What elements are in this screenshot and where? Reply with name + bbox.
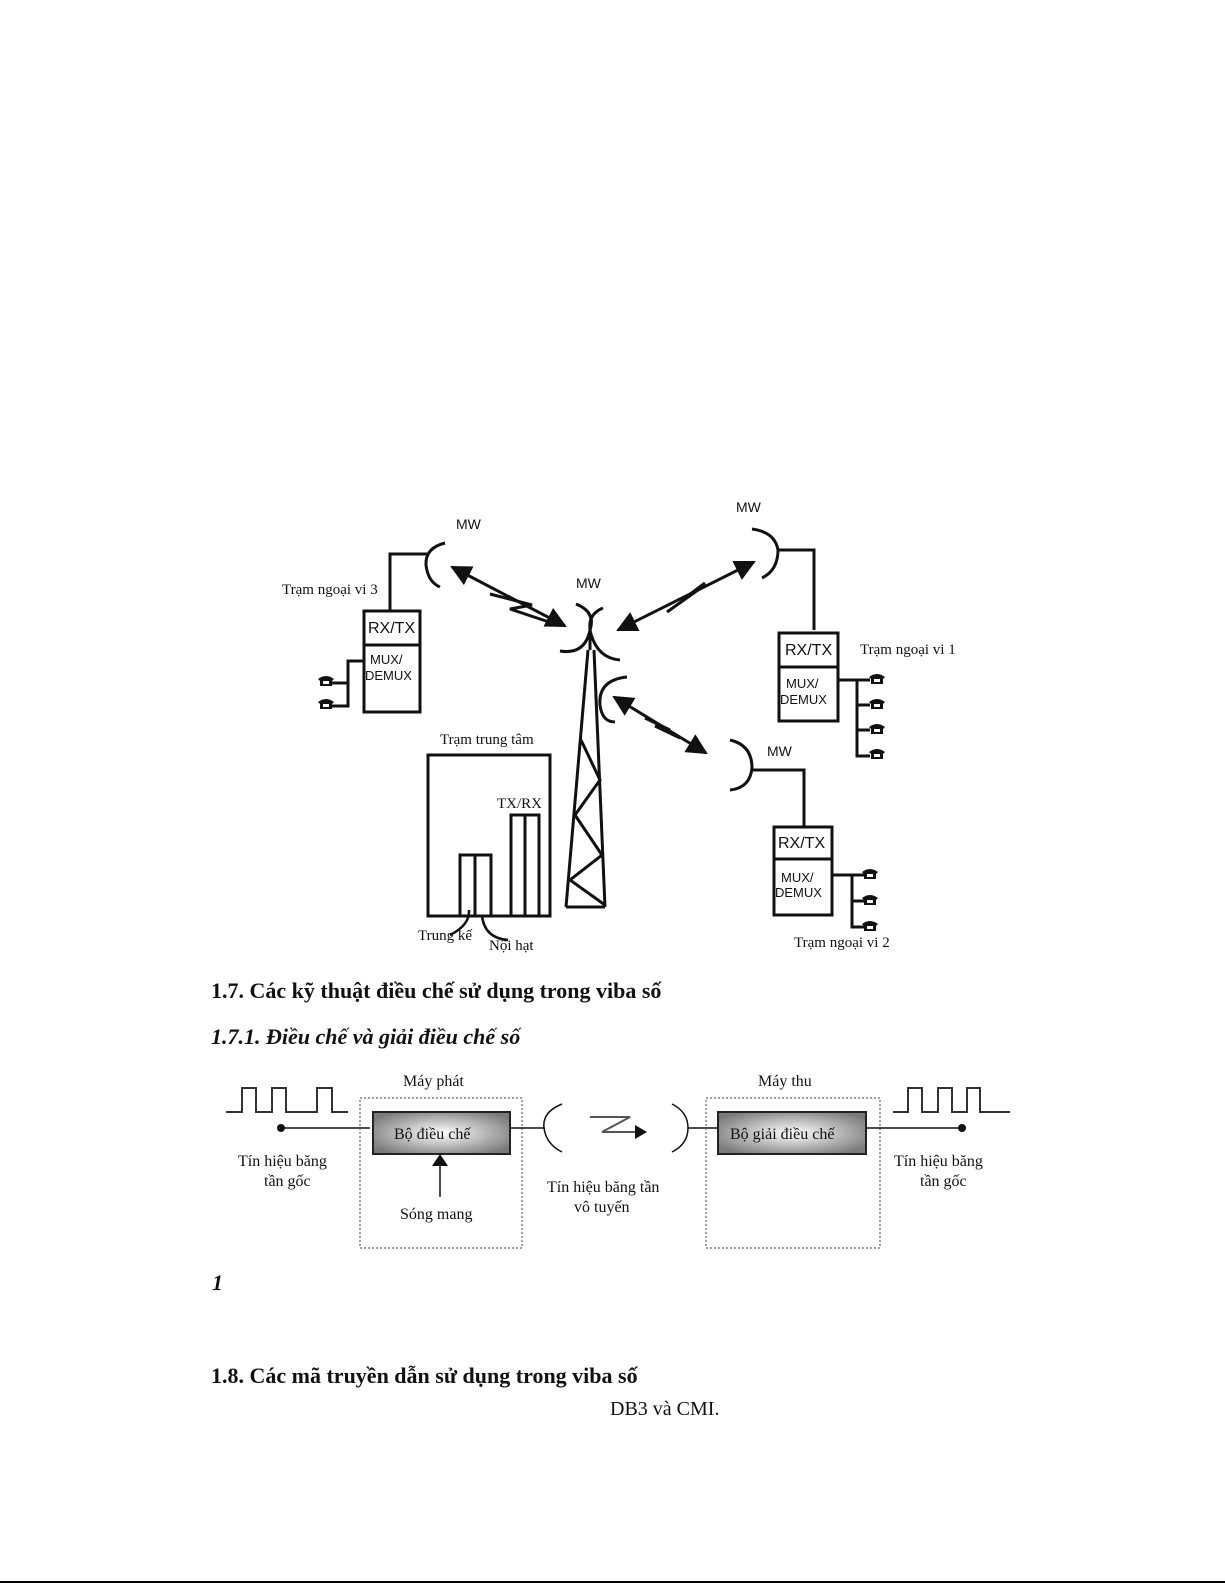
rxtx-label: RX/TX	[368, 620, 415, 637]
station-name: Trạm ngoại vi 2	[794, 935, 890, 951]
lightning-icon	[590, 1116, 638, 1133]
telephone-icon	[862, 921, 878, 931]
central-station-label: Trạm trung tâm	[440, 732, 534, 748]
transmitter-label: Máy phát	[403, 1073, 464, 1090]
radio-signal-line2: vô tuyến	[574, 1199, 630, 1216]
antenna-mw-label: MW	[736, 499, 762, 515]
telephone-icon	[869, 674, 885, 684]
page-bottom-rule	[0, 1581, 1225, 1583]
section-subheading-1-7-1: 1.7.1. Điều chế và giải điều chế số	[211, 1024, 521, 1049]
radio-signal-line1: Tín hiệu băng tần	[547, 1179, 659, 1196]
demux-label: DEMUX	[780, 692, 827, 707]
modulator-block	[372, 1111, 511, 1155]
baseband-out-line1: Tín hiệu băng	[894, 1153, 983, 1170]
receiver-box	[705, 1097, 881, 1249]
rxtx-label: RX/TX	[778, 835, 825, 852]
antenna-rx-icon	[671, 1103, 689, 1153]
baseband-in-line2: tần gốc	[264, 1173, 311, 1190]
demodulator-label: Bộ giải điều chế	[730, 1126, 835, 1143]
receiver-label: Máy thu	[758, 1073, 812, 1090]
tower-mw-label: MW	[576, 575, 602, 591]
trunk-label: Trung kế	[418, 928, 472, 944]
modulation-block-diagram: Tín hiệu băng tần gốc Máy phát Bộ điều c…	[226, 1073, 1010, 1249]
remote-station-3: MW RX/TX MUX/ DEMUX Trạm ngoại vi 3	[282, 516, 482, 714]
text-fragment: DB3 và CMI.	[610, 1398, 720, 1420]
local-label: Nội hạt	[489, 938, 534, 954]
demux-label: DEMUX	[775, 885, 822, 900]
station-name: Trạm ngoại vi 3	[282, 582, 378, 598]
telephone-icon	[318, 676, 334, 686]
telephone-icon	[869, 724, 885, 734]
telephone-icon	[318, 699, 334, 709]
baseband-in-line1: Tín hiệu băng	[238, 1153, 327, 1170]
telephone-icon	[862, 869, 878, 879]
lightning-icon	[489, 592, 553, 625]
arrow-up-icon	[432, 1154, 448, 1166]
fragment-number: 1	[212, 1270, 223, 1295]
mux-label: MUX/	[370, 652, 403, 667]
antenna-mw-label: MW	[767, 743, 793, 759]
lightning-icon	[644, 716, 681, 740]
tower-antenna-icon	[559, 602, 628, 724]
radio-link-3	[450, 565, 567, 628]
central-station: Trạm trung tâm TX/RX Trung kế Nội hạt	[418, 732, 552, 954]
section-heading-1-7: 1.7. Các kỹ thuật điều chế sử dụng trong…	[211, 978, 662, 1003]
mux-label: MUX/	[781, 870, 814, 885]
telephone-icon	[869, 749, 885, 759]
lightning-icon	[666, 581, 706, 614]
demux-label: DEMUX	[365, 668, 412, 683]
mux-label: MUX/	[786, 676, 819, 691]
baseband-out-line2: tần gốc	[920, 1173, 967, 1190]
antenna-icon	[424, 541, 446, 589]
antenna-icon	[729, 738, 754, 792]
station-name: Trạm ngoại vi 1	[860, 642, 956, 658]
microwave-network-diagram: MW MW RX/TX MUX/ DEMUX Trạm ngoại vi 3 M…	[282, 499, 956, 954]
transmitter-box	[359, 1097, 523, 1249]
telephone-icon	[862, 895, 878, 905]
remote-station-2: MW RX/TX MUX/ DEMUX Trạm ngoại vi 2	[729, 738, 890, 951]
rxtx-label: RX/TX	[785, 642, 832, 659]
tower-icon	[564, 625, 607, 909]
antenna-tx-icon	[543, 1103, 563, 1153]
square-wave-output-icon	[893, 1087, 1010, 1113]
square-wave-input-icon	[226, 1087, 348, 1113]
remote-station-1: MW RX/TX MUX/ DEMUX Trạm ngoại vi 1	[736, 499, 956, 759]
antenna-icon	[751, 527, 780, 580]
antenna-mw-label: MW	[456, 516, 482, 532]
telephone-icon	[869, 699, 885, 709]
carrier-label: Sóng mang	[400, 1206, 472, 1223]
section-heading-1-8: 1.8. Các mã truyền dẫn sử dụng trong vib…	[211, 1363, 638, 1388]
modulator-label: Bộ điều chế	[394, 1126, 471, 1143]
txrx-label: TX/RX	[497, 796, 542, 812]
demodulator-block	[717, 1111, 867, 1155]
